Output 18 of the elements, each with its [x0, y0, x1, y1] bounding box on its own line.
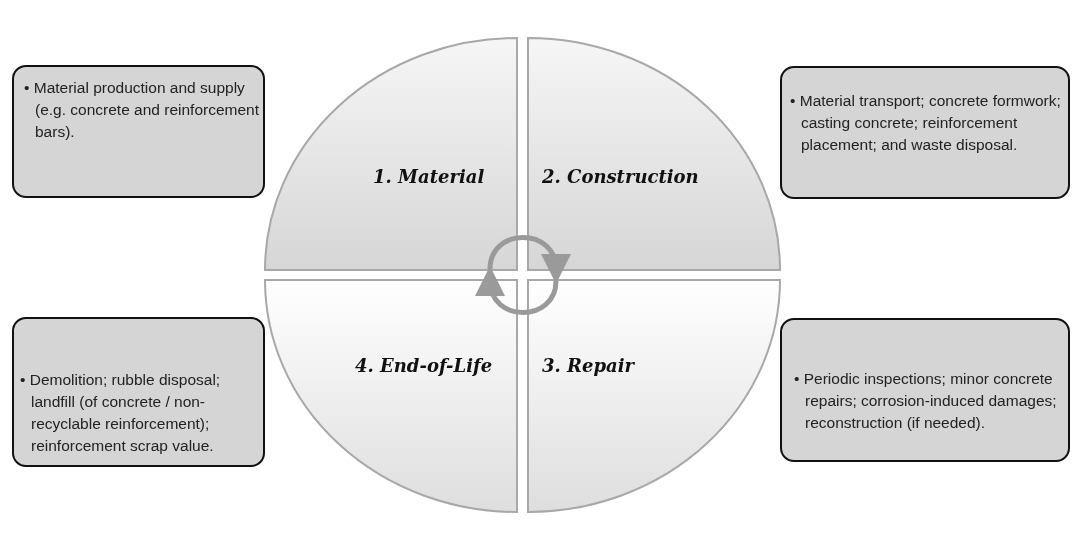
cycle-arrow [477, 266, 559, 315]
bullet-text: • Material production and supply (e.g. concrete and reinforcement bars). [24, 78, 260, 142]
description-box [12, 317, 265, 467]
bullet-text: • Material transport; concrete formwork; casting concrete; reinforcement placement; and waste disposal. [790, 91, 1062, 155]
cycle-segment [528, 280, 780, 512]
segment-title: 4. End-of-Life [355, 355, 493, 376]
bullet-text: • Demolition; rubble disposal; landfill (of concrete / non-recyclable reinforcement); reinforcement scrap value. [20, 370, 222, 456]
description-box [780, 318, 1070, 462]
segment-title: 1. Material [373, 166, 485, 187]
segment-title: 2. Construction [542, 166, 699, 187]
cycle-arrow [487, 235, 569, 284]
cycle-segment [265, 38, 517, 270]
bullet-text: • Periodic inspections; minor concrete repairs; corrosion-induced damages; reconstruction (if needed). [794, 369, 1058, 433]
cycle-segment [528, 38, 780, 270]
description-box [780, 66, 1070, 199]
description-box [12, 65, 265, 198]
cycle-segment [265, 280, 517, 512]
segment-title: 3. Repair [542, 355, 635, 376]
